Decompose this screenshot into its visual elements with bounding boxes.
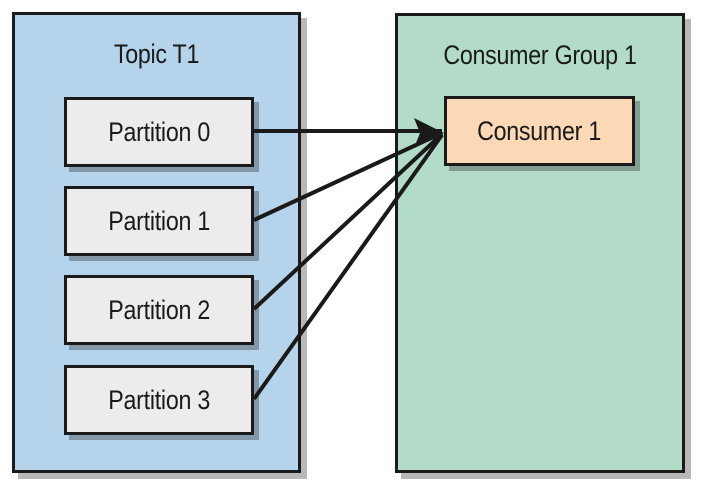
consumer-1-box: Consumer 1	[444, 96, 635, 166]
partition-2-box: Partition 2	[64, 275, 254, 345]
partition-1-box: Partition 1	[64, 186, 254, 256]
partition-3-box: Partition 3	[64, 365, 254, 435]
consumer-group-panel: Consumer Group 1	[395, 13, 685, 473]
partition-0-label: Partition 0	[108, 116, 210, 147]
partition-1-label: Partition 1	[108, 205, 210, 236]
consumer-group-title: Consumer Group 1	[443, 40, 637, 70]
topic-title: Topic T1	[113, 39, 200, 69]
partition-3-label: Partition 3	[108, 384, 210, 415]
partition-2-label: Partition 2	[108, 294, 210, 325]
partition-0-box: Partition 0	[64, 97, 254, 167]
consumer-1-label: Consumer 1	[477, 115, 602, 146]
